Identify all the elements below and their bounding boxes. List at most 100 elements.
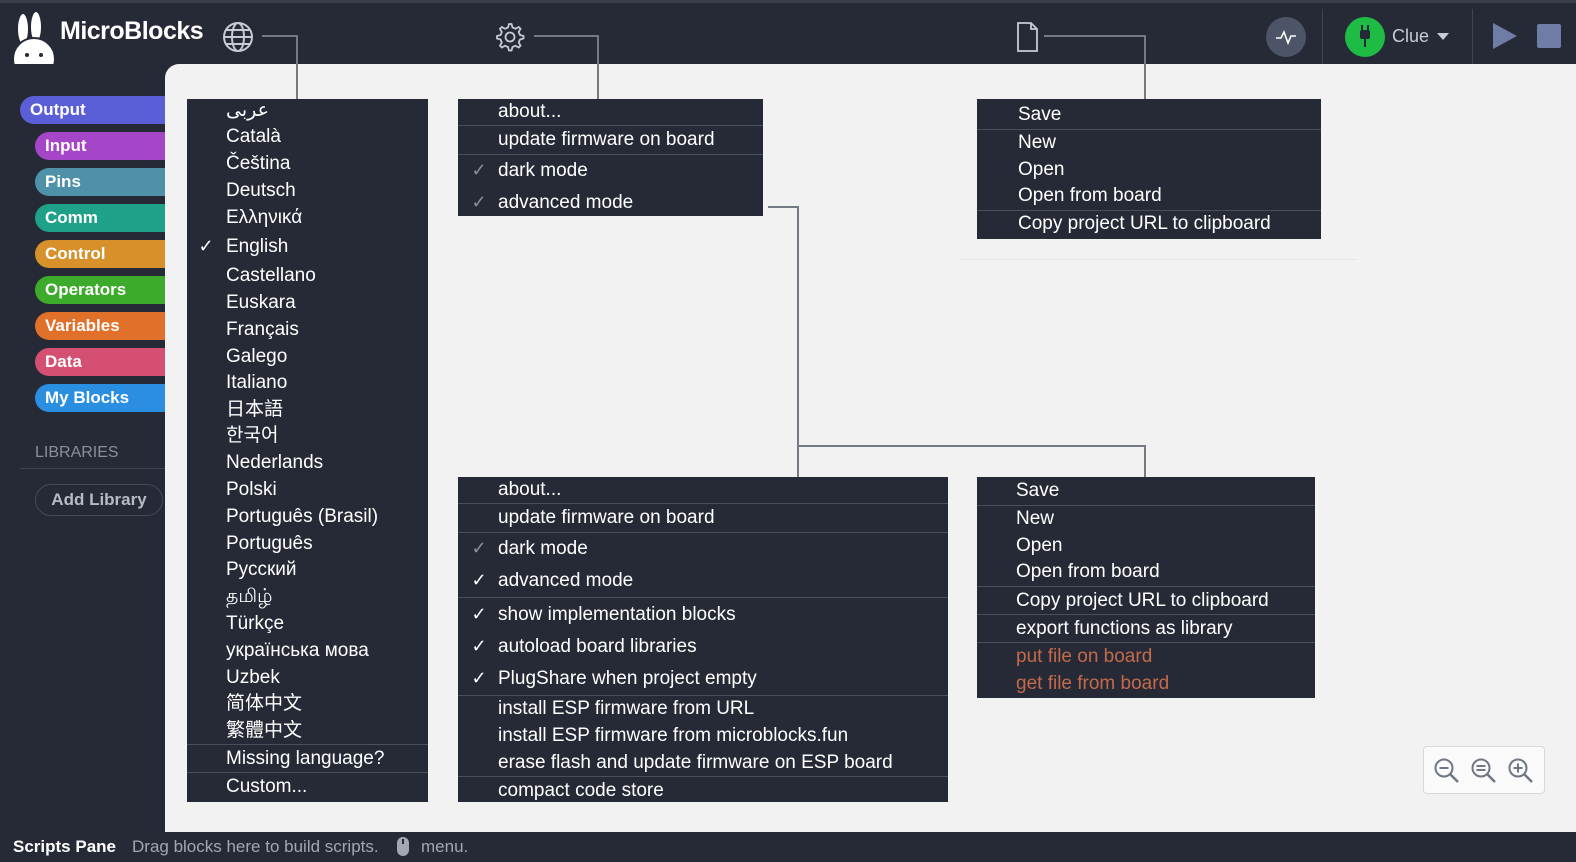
chevron-down-icon[interactable] bbox=[1437, 33, 1449, 40]
menu-item-open[interactable]: Open bbox=[1016, 535, 1063, 556]
menu-separator bbox=[458, 125, 763, 126]
zoom-out-icon[interactable] bbox=[1433, 757, 1461, 785]
file-menu-advanced: Save New Open Open from board Copy proje… bbox=[977, 477, 1315, 698]
menu-item-dark-mode[interactable]: ✓dark mode bbox=[458, 157, 763, 184]
menu-item-language[interactable]: Italiano bbox=[226, 372, 288, 393]
menu-separator bbox=[187, 772, 428, 773]
menu-item-language[interactable]: Português (Brasil) bbox=[226, 506, 379, 527]
category-data[interactable]: Data bbox=[35, 348, 165, 376]
menu-item-copy-project-url[interactable]: Copy project URL to clipboard bbox=[1018, 213, 1271, 234]
category-operators[interactable]: Operators bbox=[35, 276, 165, 304]
menu-item-language[interactable]: українська мова bbox=[226, 640, 369, 661]
menu-item-update-firmware[interactable]: update firmware on board bbox=[498, 507, 715, 528]
menu-item-language-selected[interactable]: ✓English bbox=[187, 233, 428, 260]
menu-item-language[interactable]: Nederlands bbox=[226, 452, 324, 473]
mouse-icon bbox=[397, 837, 409, 856]
menu-separator bbox=[458, 154, 763, 155]
menu-item-language[interactable]: Uzbek bbox=[226, 667, 280, 688]
menu-item-open-from-board[interactable]: Open from board bbox=[1018, 185, 1162, 206]
menu-item-plugshare[interactable]: ✓PlugShare when project empty bbox=[458, 665, 948, 692]
plug-icon[interactable] bbox=[1345, 17, 1385, 57]
menu-item-install-esp-microblocks[interactable]: install ESP firmware from microblocks.fu… bbox=[498, 725, 849, 746]
menu-item-dark-mode[interactable]: ✓dark mode bbox=[458, 535, 948, 562]
menu-item-language[interactable]: Castellano bbox=[226, 265, 316, 286]
zoom-reset-icon[interactable] bbox=[1470, 757, 1498, 785]
menu-item-save[interactable]: Save bbox=[1016, 480, 1060, 501]
menu-item-missing-language[interactable]: Missing language? bbox=[226, 748, 385, 769]
connector-line bbox=[1144, 445, 1146, 477]
menu-item-erase-flash[interactable]: erase flash and update firmware on ESP b… bbox=[498, 752, 893, 773]
board-name[interactable]: Clue bbox=[1392, 26, 1430, 46]
toolbar-divider bbox=[1322, 9, 1323, 65]
zoom-controls bbox=[1423, 746, 1545, 794]
check-icon: ✓ bbox=[471, 538, 487, 558]
menu-separator bbox=[458, 503, 948, 504]
menu-item-language[interactable]: Português bbox=[226, 533, 313, 554]
category-my-blocks[interactable]: My Blocks bbox=[35, 384, 165, 412]
menu-item-custom-language[interactable]: Custom... bbox=[226, 776, 308, 797]
menu-item-language[interactable]: Français bbox=[226, 319, 299, 340]
check-icon: ✓ bbox=[471, 636, 487, 656]
menu-separator bbox=[458, 695, 948, 696]
menu-item-language[interactable]: Polski bbox=[226, 479, 277, 500]
menu-item-update-firmware[interactable]: update firmware on board bbox=[498, 129, 715, 150]
connector-line bbox=[797, 445, 1146, 447]
zoom-in-icon[interactable] bbox=[1507, 757, 1535, 785]
play-icon[interactable] bbox=[1493, 23, 1517, 49]
menu-item-install-esp-url[interactable]: install ESP firmware from URL bbox=[498, 698, 755, 719]
app-title: MicroBlocks bbox=[60, 17, 204, 45]
menu-item-open[interactable]: Open bbox=[1018, 159, 1065, 180]
status-menu-hint: menu. bbox=[421, 837, 469, 856]
menu-item-language[interactable]: 日本語 bbox=[226, 399, 284, 420]
menu-separator bbox=[458, 532, 948, 533]
category-input[interactable]: Input bbox=[35, 132, 165, 160]
menu-item-language[interactable]: Galego bbox=[226, 346, 288, 367]
menu-item-advanced-mode[interactable]: ✓advanced mode bbox=[458, 189, 763, 216]
menu-item-language[interactable]: Ελληνικά bbox=[226, 207, 303, 228]
menu-item-advanced-mode[interactable]: ✓advanced mode bbox=[458, 567, 948, 594]
category-variables[interactable]: Variables bbox=[35, 312, 165, 340]
menu-item-language[interactable]: Čeština bbox=[226, 153, 291, 174]
menu-item-language[interactable]: 한국어 bbox=[226, 425, 279, 446]
menu-item-language[interactable]: தமிழ் bbox=[226, 586, 273, 607]
category-output[interactable]: Output bbox=[20, 96, 165, 124]
check-icon: ✓ bbox=[471, 668, 487, 688]
check-icon: ✓ bbox=[198, 236, 214, 256]
connector-line bbox=[296, 35, 298, 99]
category-pins[interactable]: Pins bbox=[35, 168, 165, 196]
menu-item-copy-project-url[interactable]: Copy project URL to clipboard bbox=[1016, 590, 1269, 611]
menu-item-export-library[interactable]: export functions as library bbox=[1016, 618, 1233, 639]
category-control[interactable]: Control bbox=[35, 240, 165, 268]
menu-item-about[interactable]: about... bbox=[498, 479, 562, 500]
connector-line bbox=[797, 206, 799, 477]
menu-item-language[interactable]: 简体中文 bbox=[226, 693, 303, 714]
menu-item-save[interactable]: Save bbox=[1018, 104, 1062, 125]
status-title: Scripts Pane bbox=[13, 837, 116, 856]
menu-item-compact-code-store[interactable]: compact code store bbox=[498, 780, 664, 801]
menu-separator bbox=[977, 210, 1321, 211]
globe-icon[interactable] bbox=[220, 19, 256, 55]
check-icon: ✓ bbox=[471, 604, 487, 624]
menu-item-language[interactable]: Euskara bbox=[226, 292, 296, 313]
menu-item-language[interactable]: 繁體中文 bbox=[226, 720, 303, 741]
menu-item-new[interactable]: New bbox=[1018, 132, 1057, 153]
menu-item-new[interactable]: New bbox=[1016, 508, 1055, 529]
graph-icon[interactable] bbox=[1266, 17, 1306, 57]
gear-icon[interactable] bbox=[491, 19, 527, 55]
menu-item-open-from-board[interactable]: Open from board bbox=[1016, 561, 1160, 582]
menu-item-put-file-on-board: put file on board bbox=[1016, 646, 1153, 667]
menu-item-language[interactable]: Català bbox=[226, 126, 281, 147]
menu-separator bbox=[977, 642, 1315, 643]
menu-item-about[interactable]: about... bbox=[498, 101, 562, 122]
add-library-button[interactable]: Add Library bbox=[35, 484, 163, 516]
menu-item-autoload-libraries[interactable]: ✓autoload board libraries bbox=[458, 633, 948, 660]
category-comm[interactable]: Comm bbox=[35, 204, 165, 232]
menu-item-language[interactable]: عربى bbox=[226, 100, 269, 121]
menu-item-language[interactable]: Deutsch bbox=[226, 180, 296, 201]
stop-icon[interactable] bbox=[1537, 24, 1561, 48]
menu-item-language[interactable]: Türkçe bbox=[226, 613, 285, 634]
connector-line bbox=[768, 206, 799, 208]
menu-item-show-implementation[interactable]: ✓show implementation blocks bbox=[458, 601, 948, 628]
menu-item-language[interactable]: Русский bbox=[226, 559, 297, 580]
file-icon[interactable] bbox=[1009, 19, 1045, 55]
